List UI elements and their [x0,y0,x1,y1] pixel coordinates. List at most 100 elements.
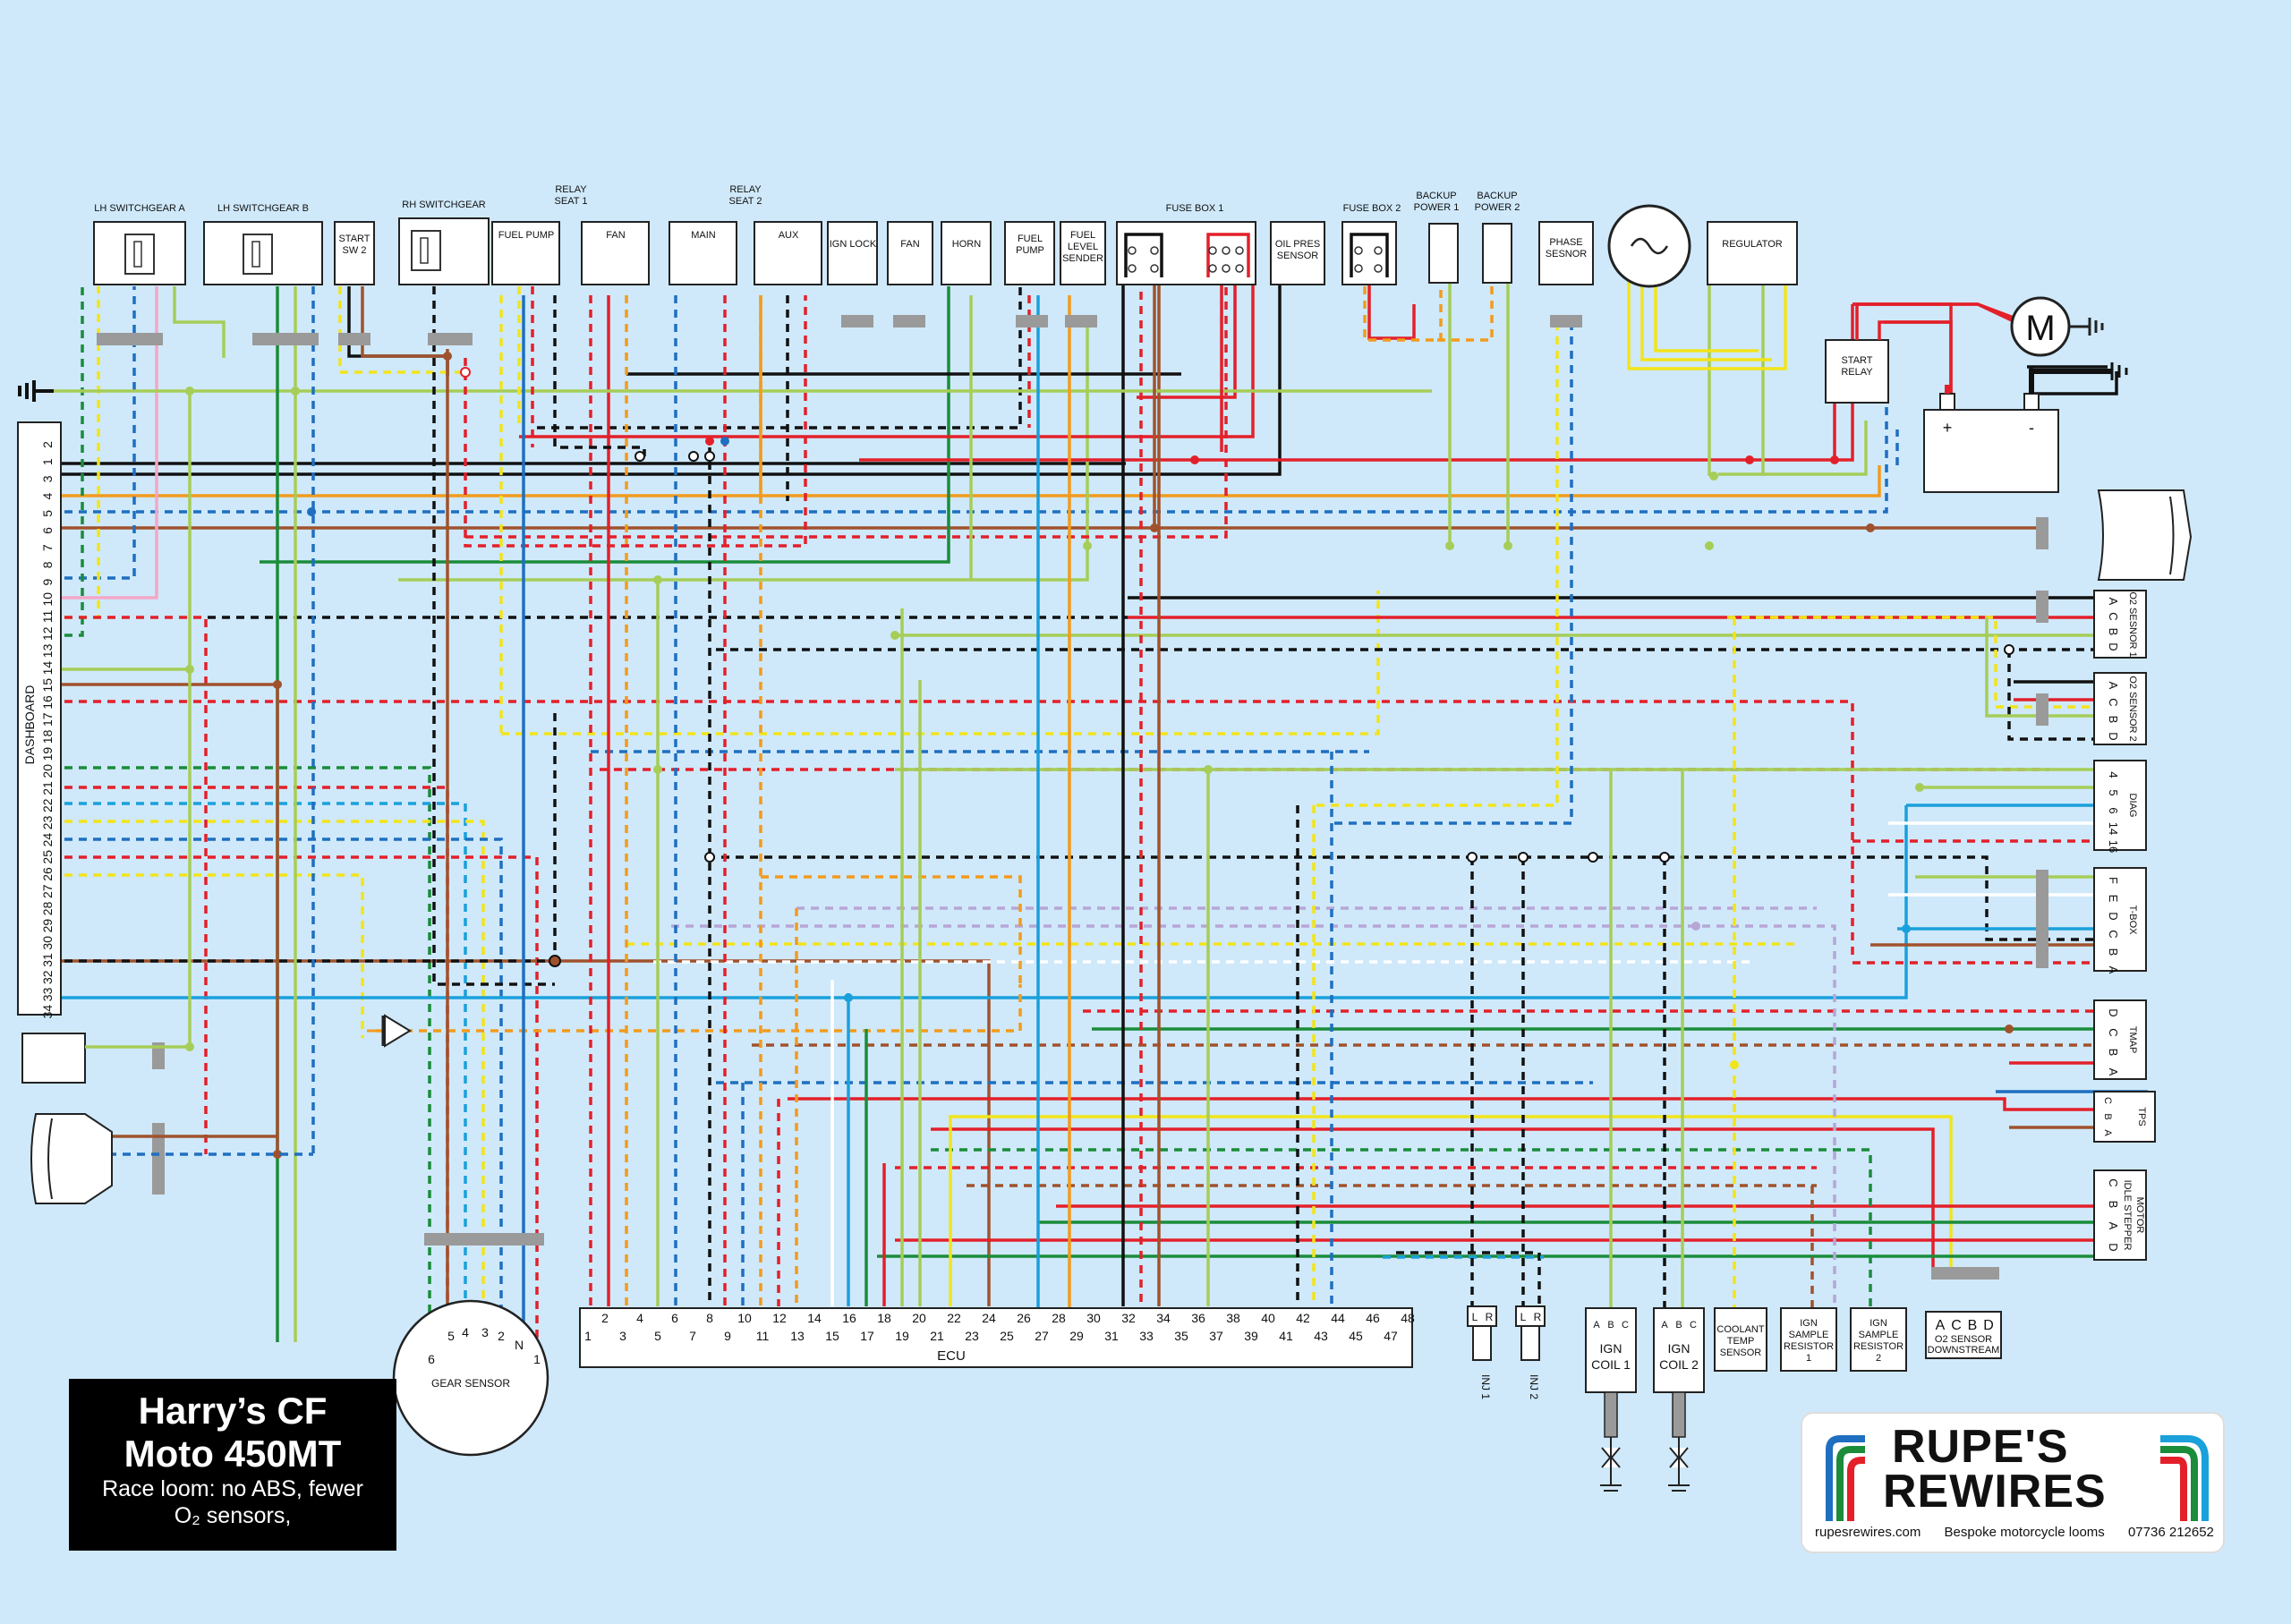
diag-pin: 16 [2107,840,2120,853]
diag-pin: 14 [2107,822,2120,835]
title-line-2: Moto 450MT [123,1433,342,1475]
left-connector [21,1033,86,1084]
fan: FAN [887,221,933,285]
ecu-pin: 46 [1366,1311,1380,1325]
backup-power-1: BACKUP POWER 1 [1414,191,1459,284]
idle-stepper-pin: A [2107,1222,2120,1230]
battery-minus-label: - [2029,419,2034,437]
rh-switchgear-label: RH SWITCHGEAR [402,200,486,210]
ecu-wires [589,277,1814,1324]
o2-sensor-2-pin: A [2107,682,2120,690]
tbox-pin: A [2107,966,2120,974]
loom-clamps [97,315,2048,1280]
top-wires [45,242,2118,1342]
phase-sensor-label: SESNOR [1546,249,1588,259]
ign-sample-resistor-1: IGN SAMPLE RESISTOR 1 [1780,1307,1837,1372]
brand-name-line-2: REWIRES [1883,1466,2107,1518]
backup-power-2: BACKUP POWER 2 [1475,191,1520,284]
ecu-pin: 45 [1349,1329,1363,1343]
start-sw2: START SW 2 [334,221,375,285]
ecu-pin: 26 [1017,1311,1031,1325]
diag-pin: 5 [2107,789,2120,795]
fuel-pump: FUEL PUMP [1004,221,1055,285]
ecu-pin: 22 [947,1311,961,1325]
subtitle-line-2: O₂ sensors, [174,1503,292,1528]
ign-coil-1-label: IGN [1600,1341,1622,1356]
ecu-pin: 28 [1052,1311,1066,1325]
ign-lock-label: IGN LOCK [830,239,877,250]
ign-coil-2-label: COIL 2 [1659,1357,1699,1372]
phase-sensor-label: PHASE [1549,237,1582,248]
backup-power-2-label: BACKUP [1477,191,1517,201]
ecu-pin: 36 [1191,1311,1205,1325]
stripes-icon [1826,1435,2209,1521]
gear-sensor-pin: 2 [498,1329,505,1343]
inj2-label: INJ 2 [1528,1374,1540,1399]
dashboard-pin: 4 [40,492,55,499]
horn-label: HORN [952,239,981,250]
ecu-pin: 15 [825,1329,839,1343]
ecu-pin: 31 [1104,1329,1119,1343]
ecu-pin: 8 [706,1311,713,1325]
ecu-pin: 9 [724,1329,731,1343]
fan-relay-label: FAN [606,230,625,241]
o2-downstream-pin: D [1983,1318,1994,1333]
ecu-pin: 14 [807,1311,822,1325]
idle-stepper-label: MOTOR [2134,1197,2145,1234]
subtitle-line-1: Race loom: no ABS, fewer [102,1476,363,1501]
fuse-box-1: FUSE BOX 1 [1116,203,1256,285]
lh-switchgear-b: LH SWITCHGEAR B [203,203,323,285]
dashboard-pin: 10 [40,592,55,607]
coolant-label: COOLANT [1716,1324,1764,1335]
coolant-label: SENSOR [1720,1348,1762,1358]
start-relay-label: START [1841,355,1872,366]
tmap-label: TMAP [2127,1026,2138,1054]
ecu-pin: 29 [1069,1329,1084,1343]
lh-switchgear-b-label: LH SWITCHGEAR B [217,203,309,214]
ecu-pin: 40 [1261,1311,1275,1325]
ecu-pin: 10 [737,1311,752,1325]
tbox-pin: C [2107,930,2120,938]
fuel-level-label: FUEL [1070,230,1095,241]
dashboard-pin: 33 [40,987,55,1001]
oil-pres-label: SENSOR [1277,251,1319,261]
aux-relay: AUX [754,221,822,285]
gear-sensor-pin: 5 [447,1329,455,1343]
ecu-pin: 17 [860,1329,874,1343]
ecu-pin: 20 [912,1311,926,1325]
coil-pin: A [1661,1320,1668,1331]
coil-pin: B [1675,1320,1682,1331]
o2-sensor-1-pin: C [2107,612,2120,620]
ecu-pin: 11 [756,1329,770,1343]
injector-pin: R [1534,1311,1542,1323]
ecu-pin: 2 [601,1311,609,1325]
tbox-label: T-BOX [2127,905,2138,935]
tps-pin: A [2102,1129,2113,1136]
dashboard-pin: 1 [40,458,55,465]
ground-icon [18,380,54,402]
fan-label: FAN [900,239,919,250]
rh-switchgear: RH SWITCHGEAR [398,200,490,285]
tbox-pin: D [2107,912,2120,920]
dashboard-pin: 14 [40,661,55,676]
title-main: Harry’s CF Moto 450MT [69,1390,396,1475]
regulator: REGULATOR [1707,221,1798,285]
tmap-pin: A [2107,1068,2120,1076]
o2-sensor-2-pin: B [2107,716,2120,724]
dashboard-pin: 24 [40,833,55,847]
tps-connector: CBA TPS [2093,1091,2156,1143]
battery-icon: + - [1923,362,2128,493]
ecu-pin: 1 [584,1329,592,1343]
brand-website: rupesrewires.com [1815,1525,1921,1540]
ecu-pin: 48 [1401,1311,1415,1325]
o2-downstream-pin: C [1951,1318,1962,1333]
regulator-label: REGULATOR [1722,239,1782,250]
ecu-pin: 21 [930,1329,944,1343]
gear-sensor-label: GEAR SENSOR [431,1377,510,1390]
